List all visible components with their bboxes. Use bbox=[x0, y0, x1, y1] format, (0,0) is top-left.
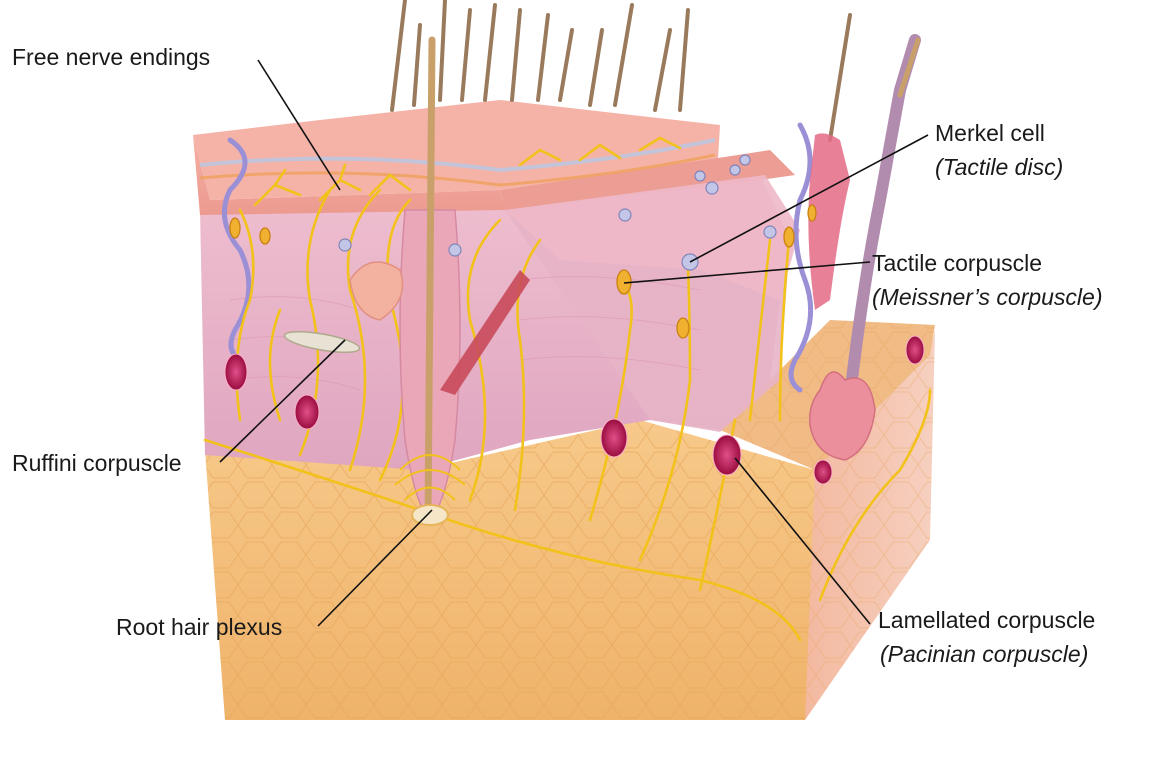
hair-shafts bbox=[390, 0, 852, 142]
ruffini-corpuscle-shape bbox=[283, 330, 361, 354]
label-tactile-corpuscle: Tactile corpuscle bbox=[872, 250, 1043, 276]
label-lamellated-corpuscle-sub: (Pacinian corpuscle) bbox=[880, 641, 1089, 667]
leader-lines bbox=[219, 59, 929, 627]
label-tactile-corpuscle-sub: (Meissner’s corpuscle) bbox=[872, 284, 1103, 310]
label-root-hair-plexus: Root hair plexus bbox=[116, 614, 283, 640]
sebaceous-gland bbox=[349, 261, 404, 321]
label-merkel-cell-sub: (Tactile disc) bbox=[935, 154, 1064, 180]
meissner-corpuscles bbox=[229, 204, 817, 339]
label-lamellated-corpuscle: Lamellated corpuscle bbox=[878, 607, 1096, 633]
hair-follicle bbox=[394, 36, 466, 526]
arrector-pili-muscle bbox=[440, 270, 530, 395]
label-merkel-cell: Merkel cell bbox=[935, 120, 1045, 146]
label-ruffini-corpuscle: Ruffini corpuscle bbox=[12, 450, 182, 476]
pacinian-corpuscles bbox=[224, 335, 925, 485]
epidermis-layer bbox=[193, 100, 800, 300]
label-free-nerve-endings: Free nerve endings bbox=[12, 44, 211, 70]
